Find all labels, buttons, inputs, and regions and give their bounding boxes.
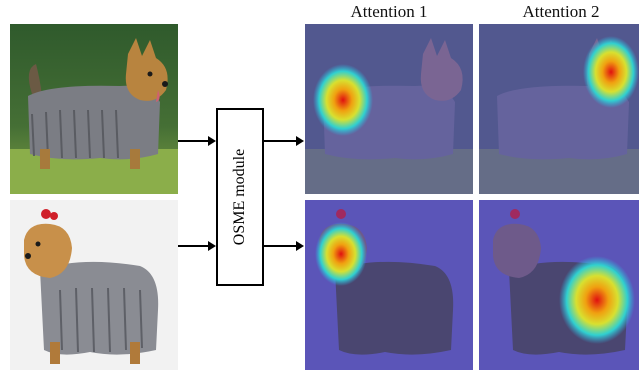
- input-arrow-top: [178, 136, 216, 146]
- input-image-silky-terrier: [10, 24, 178, 194]
- attention-2-map-bottom: [479, 200, 639, 370]
- output-arrow-bottom: [264, 241, 304, 251]
- input-image-yorkshire-terrier: [10, 200, 178, 370]
- output-arrow-top: [264, 136, 304, 146]
- attention-2-title: Attention 2: [522, 2, 600, 21]
- attention-1-map-top: [305, 24, 473, 194]
- osme-module-label: OSME module: [231, 148, 248, 246]
- attention-1-title: Attention 1: [350, 2, 428, 21]
- attention-1-map-bottom: [305, 200, 473, 370]
- input-arrow-bottom: [178, 241, 216, 251]
- osme-module-box: OSME module: [216, 108, 264, 286]
- attention-2-map-top: [479, 24, 639, 194]
